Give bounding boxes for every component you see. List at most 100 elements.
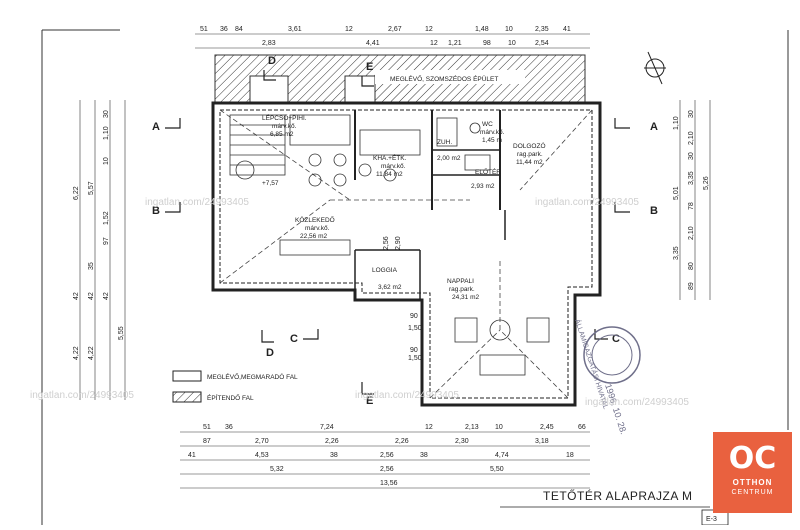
svg-text:10: 10: [103, 157, 110, 165]
svg-text:2,26: 2,26: [395, 438, 409, 445]
svg-text:2,45: 2,45: [540, 424, 554, 431]
svg-text:D: D: [266, 347, 274, 359]
svg-text:12: 12: [345, 26, 353, 33]
room-lobby: ELŐTÉR 2,93 m2: [471, 167, 501, 190]
svg-text:1,10: 1,10: [673, 116, 680, 130]
svg-text:84: 84: [235, 26, 243, 33]
svg-text:51: 51: [203, 424, 211, 431]
svg-text:A: A: [152, 121, 160, 133]
svg-text:30: 30: [688, 152, 695, 160]
svg-text:3,35: 3,35: [688, 171, 695, 185]
svg-text:1,48: 1,48: [475, 26, 489, 33]
svg-text:NAPPALI: NAPPALI: [447, 278, 474, 285]
svg-text:98: 98: [483, 40, 491, 47]
svg-text:10: 10: [505, 26, 513, 33]
svg-text:36: 36: [225, 424, 233, 431]
svg-text:42: 42: [88, 292, 95, 300]
svg-text:5,55: 5,55: [118, 326, 125, 340]
svg-text:97: 97: [103, 237, 110, 245]
svg-text:11,84 m2: 11,84 m2: [376, 171, 403, 178]
svg-text:KÖZLEKEDŐ: KÖZLEKEDŐ: [295, 215, 335, 224]
svg-text:4,22: 4,22: [88, 346, 95, 360]
svg-text:3,62 m2: 3,62 m2: [378, 284, 402, 291]
svg-text:2,35: 2,35: [535, 26, 549, 33]
svg-text:E: E: [366, 395, 373, 407]
svg-text:12: 12: [425, 26, 433, 33]
svg-text:36: 36: [220, 26, 228, 33]
svg-text:24,31 m2: 24,31 m2: [452, 294, 479, 301]
svg-text:51: 51: [200, 26, 208, 33]
north-arrow: [644, 51, 666, 85]
svg-text:2,10: 2,10: [688, 226, 695, 240]
svg-text:rag.park.: rag.park.: [517, 151, 543, 158]
svg-text:2,26: 2,26: [325, 438, 339, 445]
svg-text:78: 78: [688, 202, 695, 210]
svg-text:3,35: 3,35: [673, 246, 680, 260]
svg-text:4,53: 4,53: [255, 452, 269, 459]
svg-text:90: 90: [410, 313, 418, 320]
svg-text:2,00 m2: 2,00 m2: [437, 155, 461, 162]
svg-text:89: 89: [688, 282, 695, 290]
level-mark: +7,57: [262, 180, 279, 187]
svg-text:11,44 m2: 11,44 m2: [516, 159, 543, 166]
room-living: NAPPALI rag.park. 24,31 m2: [447, 278, 479, 301]
svg-text:13,56: 13,56: [380, 480, 398, 487]
svg-text:2,70: 2,70: [255, 438, 269, 445]
svg-text:66: 66: [578, 424, 586, 431]
legend: MEGLÉVŐ,MEGMARADÓ FAL ÉPÍTENDŐ FAL: [172, 370, 298, 403]
room-kitchen: KHA.+ÉTK. márv.kő. 11,84 m2: [373, 153, 407, 178]
svg-text:LÉPCSŐ+PIHI.: LÉPCSŐ+PIHI.: [262, 113, 307, 122]
svg-text:5,57: 5,57: [88, 181, 95, 195]
svg-text:6,22: 6,22: [73, 186, 80, 200]
svg-text:2,90: 2,90: [395, 236, 402, 250]
svg-text:1,10: 1,10: [103, 126, 110, 140]
kitchen-furniture: [289, 114, 421, 187]
svg-text:C: C: [612, 333, 620, 345]
svg-text:2,56: 2,56: [380, 452, 394, 459]
svg-text:42: 42: [73, 292, 80, 300]
svg-text:1,45 m: 1,45 m: [482, 137, 502, 144]
watermark: ingatlan.com/24993405: [30, 390, 134, 401]
svg-text:22,56 m2: 22,56 m2: [300, 233, 327, 240]
svg-text:12: 12: [425, 424, 433, 431]
room-loggia: LOGGIA 3,62 m2: [372, 267, 402, 291]
top-dimensions: 51 36 84 3,61 12 2,67 12 1,48 10 2,35 41…: [195, 26, 590, 49]
svg-text:30: 30: [688, 110, 695, 118]
bathroom-fixtures: [436, 117, 491, 171]
svg-text:42: 42: [103, 292, 110, 300]
svg-text:41: 41: [188, 452, 196, 459]
svg-text:márv.kő.: márv.kő.: [381, 163, 406, 170]
svg-text:30: 30: [103, 110, 110, 118]
neighbor-label: MEGLÉVŐ, SZOMSZÉDOS ÉPÜLET: [390, 74, 498, 83]
outer-wall: [211, 101, 602, 407]
room-study: DOLGOZÓ rag.park. 11,44 m2: [513, 141, 546, 166]
svg-text:5,32: 5,32: [270, 466, 284, 473]
svg-text:B: B: [152, 205, 160, 217]
room-corridor: KÖZLEKEDŐ márv.kő. 22,56 m2: [295, 215, 335, 240]
svg-text:rag.park.: rag.park.: [449, 286, 475, 293]
svg-text:87: 87: [203, 438, 211, 445]
svg-text:ZUH.: ZUH.: [437, 139, 452, 146]
inner-dimensions: 90 90 1,50 1,50 2,56 2,90: [383, 236, 422, 362]
svg-text:2,13: 2,13: [465, 424, 479, 431]
svg-text:E: E: [366, 61, 373, 73]
watermark: ingatlan.com/24993405: [145, 197, 249, 208]
sheet-number: E-3: [706, 516, 717, 523]
svg-text:2,56: 2,56: [380, 466, 394, 473]
svg-text:3,18: 3,18: [535, 438, 549, 445]
svg-text:10: 10: [495, 424, 503, 431]
svg-text:3,61: 3,61: [288, 26, 302, 33]
svg-text:2,93 m2: 2,93 m2: [471, 183, 495, 190]
approval-stamp: 1996. 10. 28. ÁLLAMIGAZGATÁSI HIVATAL: [573, 318, 641, 436]
right-dimensions: 30 2,10 1,10 30 3,35 5,26 5,01 78 2,10 3…: [673, 100, 711, 300]
otthon-centrum-logo: OC OTTHON CENTRUM: [713, 432, 792, 513]
svg-text:2,83: 2,83: [262, 40, 276, 47]
svg-text:KHA.+ÉTK.: KHA.+ÉTK.: [373, 153, 407, 162]
svg-text:90: 90: [410, 347, 418, 354]
sheet-title: TETŐTÉR ALAPRAJZA M: [543, 488, 693, 503]
svg-text:4,22: 4,22: [73, 346, 80, 360]
svg-text:MEGLÉVŐ,MEGMARADÓ FAL: MEGLÉVŐ,MEGMARADÓ FAL: [207, 372, 298, 381]
svg-text:DOLGOZÓ: DOLGOZÓ: [513, 141, 546, 150]
svg-text:41: 41: [563, 26, 571, 33]
